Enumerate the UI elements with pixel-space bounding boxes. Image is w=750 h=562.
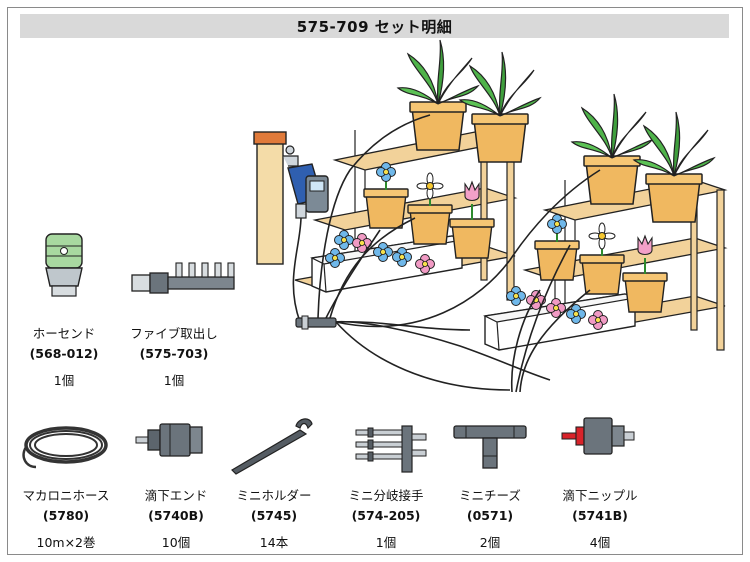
part-qty: 2個 bbox=[479, 535, 501, 550]
part-caption-drip-nipple: 滴下ニップル (5741B) 4個 bbox=[562, 486, 637, 553]
page-title: 575-709 セット明細 bbox=[296, 17, 453, 36]
part-code: (5780) bbox=[42, 508, 90, 523]
title-bar: 575-709 セット明細 bbox=[20, 14, 729, 38]
part-caption-branch-joint: ミニ分岐接手 (574-205) 1個 bbox=[348, 486, 423, 553]
part-code: (5740B) bbox=[148, 508, 204, 523]
part-name: ミニホルダー bbox=[236, 488, 312, 503]
branch-joint bbox=[295, 315, 337, 330]
drip-end-icon bbox=[135, 423, 203, 457]
hose-coil-icon bbox=[22, 426, 108, 469]
part-name: ファイブ取出し bbox=[130, 326, 218, 341]
pot-left-tulip bbox=[449, 181, 495, 259]
part-code: (0571) bbox=[466, 508, 514, 523]
part-qty: 1個 bbox=[53, 373, 75, 388]
part-caption-mini-tee: ミニチーズ (0571) 2個 bbox=[459, 486, 521, 553]
part-caption-drip-end: 滴下エンド (5740B) 10個 bbox=[145, 486, 208, 553]
part-name: ホーセンド bbox=[32, 326, 96, 341]
mini-branch-joint-icon bbox=[355, 425, 427, 473]
faucet-post bbox=[253, 131, 299, 265]
pot-right-tulip bbox=[622, 235, 668, 313]
part-caption-hose-end: ホーセンド (568-012) 1個 bbox=[30, 324, 99, 391]
part-caption-mini-holder: ミニホルダー (5745) 14本 bbox=[236, 486, 311, 553]
drip-hoses bbox=[292, 114, 601, 393]
part-qty: 14本 bbox=[259, 535, 289, 550]
part-code: (5745) bbox=[250, 508, 298, 523]
part-qty: 1個 bbox=[163, 373, 185, 388]
part-qty: 4個 bbox=[589, 535, 611, 550]
part-name: 滴下ニップル bbox=[562, 488, 638, 503]
part-name: 滴下エンド bbox=[144, 488, 208, 503]
pot-right-blue bbox=[534, 214, 580, 281]
water-timer bbox=[287, 163, 329, 219]
mini-holder-stake-icon bbox=[231, 418, 313, 475]
part-code: (568-012) bbox=[29, 346, 99, 361]
five-way-outlet-icon bbox=[131, 262, 235, 294]
pot-left-daisy bbox=[407, 172, 453, 245]
part-code: (575-703) bbox=[139, 346, 209, 361]
part-qty: 1個 bbox=[375, 535, 397, 550]
part-name: マカロニホース bbox=[22, 488, 110, 503]
mini-tee-icon bbox=[453, 425, 527, 469]
part-code: (574-205) bbox=[351, 508, 421, 523]
pot-left-blue bbox=[363, 162, 409, 229]
part-qty: 10m×2巻 bbox=[36, 535, 96, 550]
part-caption-hose: マカロニホース (5780) 10m×2巻 bbox=[23, 486, 110, 553]
part-qty: 10個 bbox=[161, 535, 191, 550]
hose-end-icon bbox=[45, 233, 83, 297]
drip-nipple-icon bbox=[561, 417, 635, 455]
part-caption-five-way: ファイブ取出し (575-703) 1個 bbox=[130, 324, 218, 391]
part-name: ミニ分岐接手 bbox=[348, 488, 424, 503]
pot-right-daisy bbox=[579, 222, 625, 295]
part-code: (5741B) bbox=[572, 508, 628, 523]
big-plant-right-1 bbox=[571, 93, 653, 205]
part-name: ミニチーズ bbox=[459, 488, 521, 503]
